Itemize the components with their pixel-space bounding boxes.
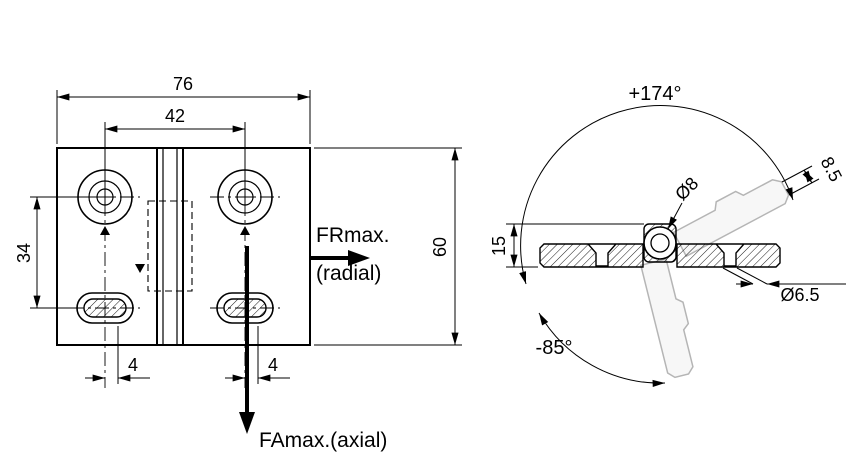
dim-slot-right-value: 4 bbox=[268, 355, 278, 375]
dim-leaf-thickness-value: 8.5 bbox=[817, 153, 846, 184]
dim-hole-diameter: Ø6.5 bbox=[722, 267, 846, 305]
dim-hole-diameter-value: Ø6.5 bbox=[780, 285, 819, 305]
dim-leaf-thickness: 8.5 bbox=[781, 153, 846, 196]
hidden-knuckle-outline bbox=[147, 200, 193, 292]
rotation-arc-closed: -85° bbox=[536, 312, 666, 387]
dim-hole-to-slot: 34 bbox=[14, 196, 96, 309]
dim-overall-width-value: 76 bbox=[173, 74, 193, 94]
dim-pin-diameter-value: Ø8 bbox=[671, 173, 702, 204]
angle-closed-label: -85° bbox=[536, 337, 573, 359]
force-radial-label: FRmax. bbox=[316, 224, 390, 247]
dim-hole-spacing-value: 42 bbox=[165, 106, 185, 126]
dim-overall-width: 76 bbox=[56, 74, 311, 144]
dim-overall-height-value: 60 bbox=[430, 237, 450, 257]
hinge-plate bbox=[56, 147, 311, 346]
pin-bore-circle bbox=[650, 233, 670, 253]
slot-left bbox=[76, 292, 134, 324]
triangle-marker-left bbox=[100, 226, 110, 235]
side-view: +174° -85° Ø8 8.5 15 bbox=[489, 83, 846, 387]
dim-hole-to-slot-value: 34 bbox=[14, 243, 34, 263]
ghost-leaf-closed-position bbox=[639, 258, 694, 379]
front-view: 76 42 34 60 4 bbox=[14, 74, 462, 452]
dim-hole-spacing: 42 bbox=[104, 106, 246, 189]
force-radial-qualifier: (radial) bbox=[316, 262, 381, 285]
dim-slot-left-value: 4 bbox=[128, 355, 138, 375]
triangle-marker-right bbox=[240, 226, 250, 235]
force-axial-label: FAmax.(axial) bbox=[259, 429, 387, 452]
dim-slot-right: 4 bbox=[225, 326, 290, 384]
rotation-arc-open: +174° bbox=[519, 83, 794, 285]
triangle-marker-center bbox=[135, 264, 145, 273]
dim-overall-height: 60 bbox=[314, 147, 462, 346]
dim-slot-left: 4 bbox=[85, 326, 150, 384]
right-leaf-section bbox=[676, 243, 781, 268]
force-radial-arrow: FRmax. (radial) bbox=[311, 224, 390, 285]
left-leaf-section bbox=[539, 243, 644, 268]
force-axial-arrow: FAmax.(axial) bbox=[239, 246, 387, 452]
dim-knuckle-height-value: 15 bbox=[489, 236, 509, 256]
angle-open-label: +174° bbox=[628, 83, 681, 105]
dim-knuckle-height: 15 bbox=[489, 223, 644, 268]
